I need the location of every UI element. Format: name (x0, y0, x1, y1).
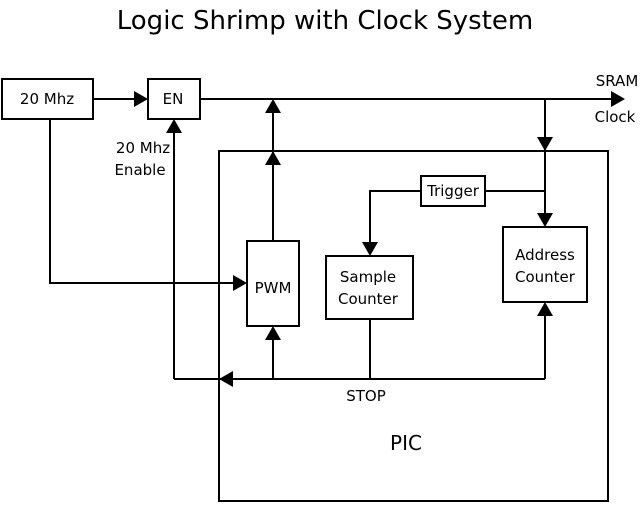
arrow-osc-to-en (134, 91, 148, 107)
address-counter-label-line1: Address (515, 246, 575, 264)
wire-trigger-to-sample-counter (369, 190, 421, 244)
arrow-stop-left (219, 371, 233, 387)
trigger-label: Trigger (426, 182, 480, 200)
sram-label-line1: SRAM (596, 72, 639, 90)
oscillator-label: 20 Mhz (20, 90, 74, 108)
enable-label-line1: 20 Mhz (116, 139, 170, 157)
address-counter-label-line2: Counter (515, 268, 576, 286)
arrow-sram-clock (611, 91, 625, 107)
enable-gate-label: EN (163, 90, 184, 108)
arrow-stop-to-en (166, 119, 182, 133)
sample-counter-box (325, 255, 414, 320)
enable-label-line2: Enable (114, 161, 165, 179)
diagram-title: Logic Shrimp with Clock System (117, 6, 534, 36)
arrow-osc-to-pwm (233, 275, 247, 291)
arrow-bus-to-pic-edge (537, 137, 553, 151)
arrow-pwm-to-pic-edge (265, 151, 281, 165)
oscillator-box (1, 78, 94, 120)
sample-counter-label-line1: Sample (340, 268, 396, 286)
pwm-label: PWM (255, 279, 292, 297)
arrow-bus-to-address-counter (537, 213, 553, 227)
arrow-stop-to-address-counter (537, 302, 553, 316)
address-counter-box (502, 226, 588, 303)
arrow-pwm-to-bus (265, 99, 281, 113)
sample-counter-label-line2: Counter (338, 290, 399, 308)
pic-label: PIC (390, 431, 422, 455)
sram-label-line2: Clock (595, 108, 636, 126)
stop-label: STOP (346, 387, 386, 405)
arrow-trigger-to-sample-counter (362, 242, 378, 256)
arrow-stop-to-pwm (265, 326, 281, 340)
